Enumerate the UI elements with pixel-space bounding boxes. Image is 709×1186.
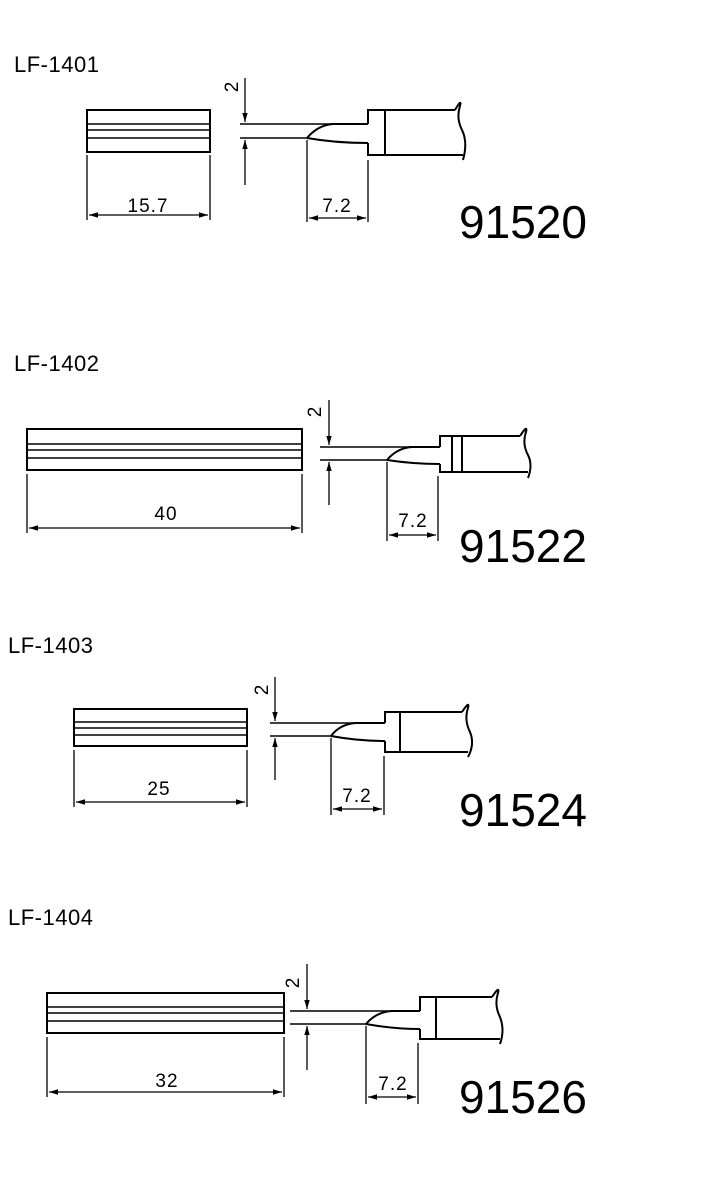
tip-dimension: 7.2	[330, 738, 385, 815]
blade-side-view	[26, 428, 303, 471]
tip-profile	[290, 988, 504, 1045]
blade-side-view	[73, 708, 248, 747]
part-number: 91522	[459, 520, 587, 572]
tip-dimension: 7.2	[386, 462, 439, 541]
gap-dimension: 2	[252, 677, 278, 780]
part-number: 91526	[459, 1071, 587, 1123]
model-label: LF-1401	[14, 52, 99, 77]
tip-label: 7.2	[342, 786, 371, 807]
diagram-lf-1401: LF-1401 15.7 2	[14, 52, 587, 248]
length-label: 32	[155, 1071, 178, 1092]
part-number: 91524	[459, 784, 587, 836]
tip-label: 7.2	[322, 196, 351, 217]
gap-label: 2	[222, 82, 243, 93]
model-label: LF-1404	[8, 905, 93, 930]
model-label: LF-1402	[14, 351, 99, 376]
diagram-lf-1402: LF-1402 40 2	[14, 351, 587, 572]
tip-profile	[240, 101, 467, 161]
gap-dimension: 2	[305, 400, 332, 505]
blade-side-view	[86, 109, 211, 153]
tip-profile	[270, 703, 474, 758]
gap-label: 2	[252, 685, 273, 696]
gap-dimension: 2	[222, 78, 248, 185]
length-dimension: 25	[73, 750, 248, 807]
diagram-lf-1404: LF-1404 32 2	[8, 905, 587, 1123]
gap-dimension: 2	[283, 964, 310, 1070]
part-number: 91520	[459, 196, 587, 248]
tip-profile	[320, 427, 532, 479]
length-label: 25	[147, 779, 170, 800]
tip-label: 7.2	[398, 511, 427, 532]
length-dimension: 32	[46, 1037, 285, 1097]
length-dimension: 40	[26, 474, 303, 533]
gap-label: 2	[283, 978, 304, 989]
blade-side-view	[46, 992, 285, 1034]
gap-label: 2	[305, 407, 326, 418]
length-label: 40	[154, 504, 177, 525]
tip-label: 7.2	[378, 1074, 407, 1095]
length-dimension: 15.7	[86, 155, 211, 220]
tip-dimension: 7.2	[365, 1026, 419, 1104]
length-label: 15.7	[128, 196, 169, 217]
model-label: LF-1403	[8, 633, 93, 658]
diagram-lf-1403: LF-1403 25 2	[8, 633, 587, 836]
tip-dimension: 7.2	[306, 140, 369, 222]
